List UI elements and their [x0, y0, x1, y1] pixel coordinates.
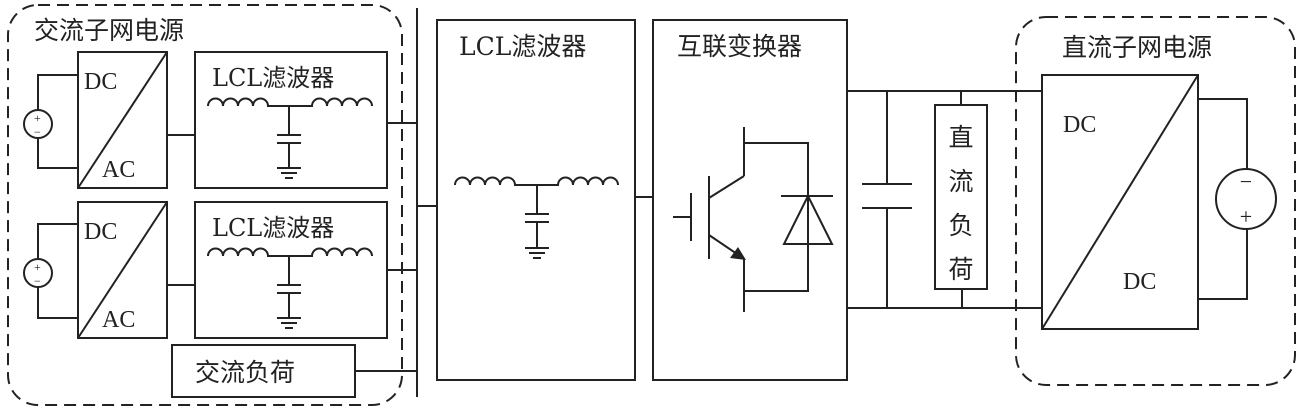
ac-subgrid-boundary — [7, 4, 403, 406]
ac-label: AC — [102, 307, 135, 333]
lcl-filter-1: LCL滤波器 — [194, 51, 388, 189]
interlink-converter: 互联变换器 — [652, 19, 848, 381]
dc-load: 直 流 负 荷 — [934, 91, 988, 308]
dc-source-1: + − — [23, 74, 78, 169]
minus-sign: − — [1240, 169, 1252, 194]
dc-link-capacitor — [862, 91, 912, 308]
dc-source: − + — [1198, 98, 1277, 300]
dc-load-char: 荷 — [948, 255, 973, 284]
dc-load-char: 流 — [948, 167, 973, 196]
plus-sign: + — [34, 111, 41, 125]
filter-label: LCL滤波器 — [212, 214, 334, 242]
diode-icon — [781, 193, 834, 245]
dc-label: DC — [84, 69, 117, 95]
ac-load-label: 交流负荷 — [195, 358, 295, 387]
lcl-filter-2: LCL滤波器 — [194, 201, 388, 339]
dc-label: DC — [1123, 269, 1156, 295]
dc-label: DC — [84, 219, 117, 245]
ac-label: AC — [102, 157, 135, 183]
ac-converter-2: DC AC — [77, 201, 168, 339]
dc-dc-converter: DC DC — [1041, 74, 1199, 330]
dc-load-char: 直 — [948, 123, 973, 152]
ac-load: 交流负荷 — [171, 344, 356, 398]
main-filter-title: LCL滤波器 — [459, 32, 586, 61]
igbt-icon — [673, 127, 809, 312]
main-lcl-filter: LCL滤波器 — [436, 19, 636, 381]
plus-sign: + — [1240, 204, 1252, 229]
filter-label: LCL滤波器 — [212, 64, 334, 92]
interlink-title: 互联变换器 — [677, 32, 802, 61]
dc-bus — [847, 90, 1042, 309]
dc-source-2: + − — [23, 223, 78, 319]
minus-sign: − — [34, 125, 41, 139]
plus-sign: + — [34, 260, 41, 274]
dc-label: DC — [1063, 112, 1096, 138]
ac-converter-1: DC AC — [77, 51, 168, 189]
ac-subgrid-title: 交流子网电源 — [34, 16, 184, 45]
dc-subgrid-boundary — [1015, 16, 1296, 386]
dc-load-char: 负 — [948, 211, 973, 240]
minus-sign: − — [34, 274, 41, 288]
dc-subgrid-title: 直流子网电源 — [1062, 33, 1212, 62]
